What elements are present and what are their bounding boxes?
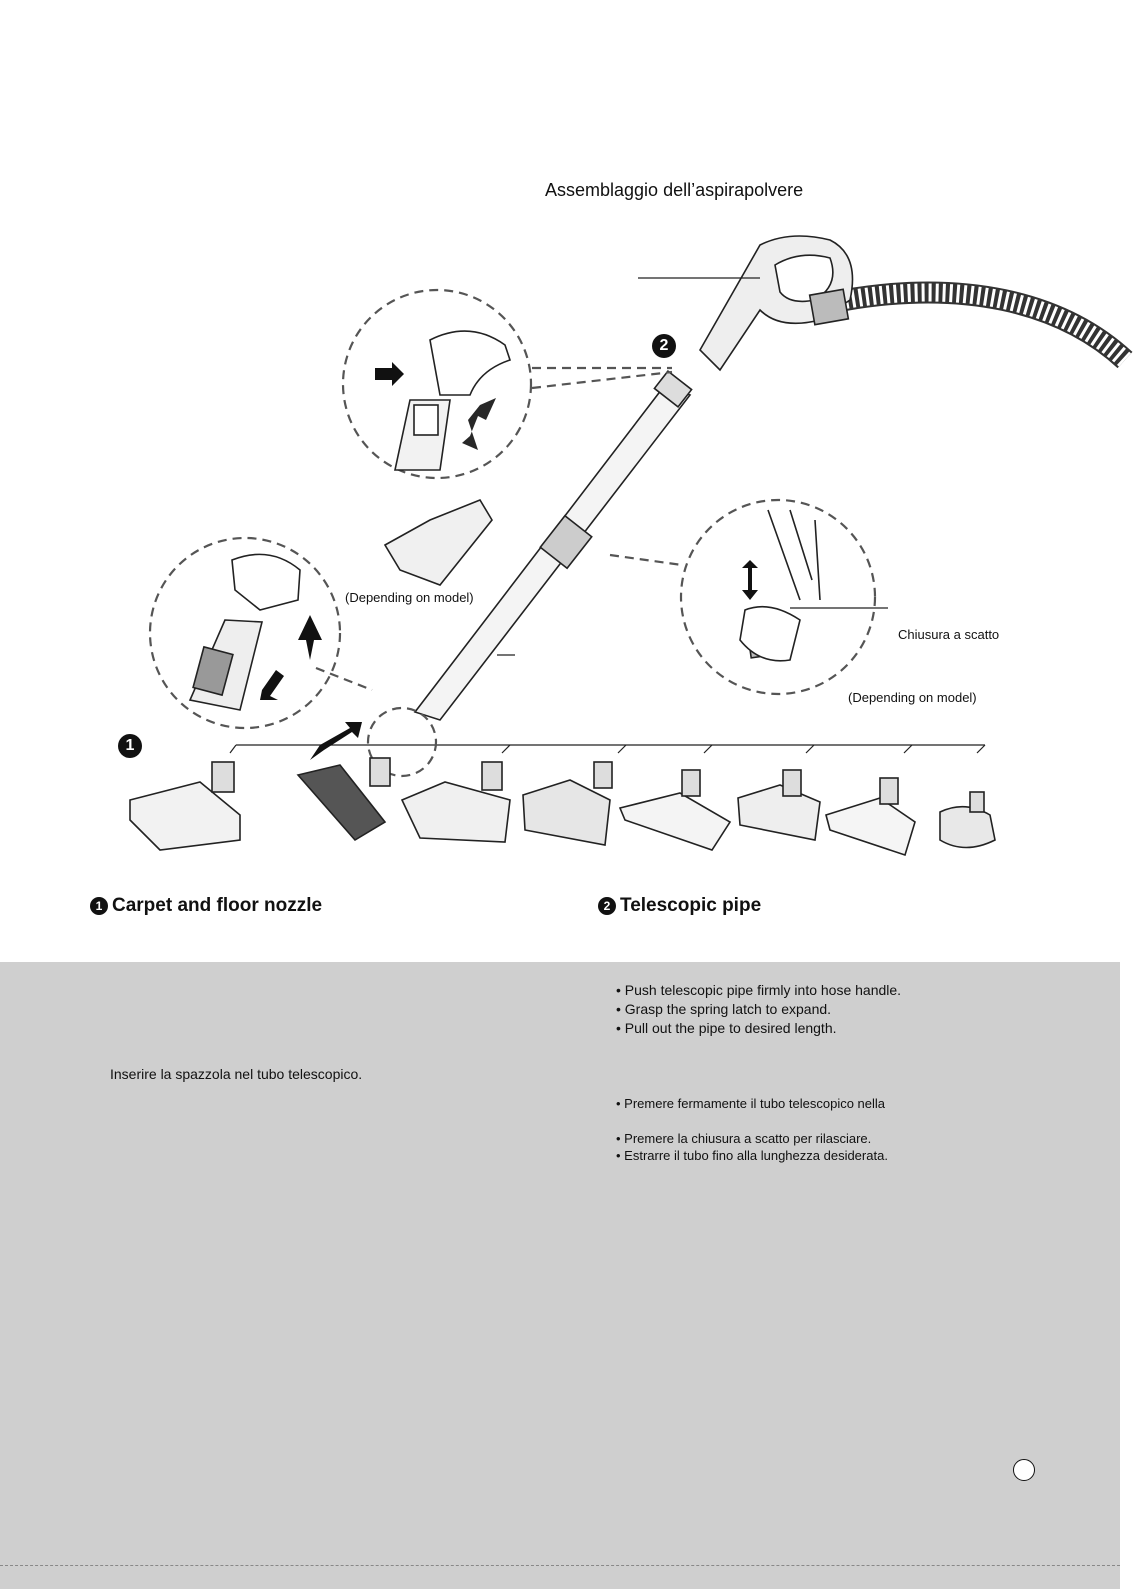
hose-handle-icon	[638, 235, 854, 372]
arrow-icon	[260, 362, 758, 760]
nozzle-icon	[383, 499, 493, 586]
page-number-circle	[1013, 1459, 1035, 1481]
page-title: Assemblaggio dell’aspirapolvere	[545, 180, 804, 200]
hand-icon	[188, 553, 301, 711]
nozzle-icon	[400, 761, 511, 843]
instructions-panel	[0, 962, 1120, 1565]
nozzle-section-heading: 1 Carpet and floor nozzle	[90, 895, 322, 917]
depending-on-model-caption: (Depending on model)	[345, 590, 474, 605]
hand-icon	[739, 509, 888, 662]
section-heading-text: Telescopic pipe	[620, 895, 762, 916]
nozzle-icon	[825, 777, 916, 857]
instruction-line: • Estrarre il tubo fino alla lunghezza d…	[616, 1148, 888, 1163]
instruction-line: • Pull out the pipe to desired length.	[616, 1020, 837, 1036]
nozzle-instruction-italian: Inserire la spazzola nel tubo telescopic…	[110, 1066, 363, 1082]
panel-footer	[0, 1565, 1120, 1589]
section-heading-text: Carpet and floor nozzle	[112, 895, 323, 916]
nozzle-icon	[296, 757, 391, 842]
assembly-illustration	[129, 235, 1133, 857]
hand-icon	[394, 330, 512, 471]
instruction-line: • Grasp the spring latch to expand.	[616, 1001, 832, 1017]
step-badge-1: 1	[118, 734, 142, 758]
latch-label: Chiusura a scatto	[898, 627, 1000, 642]
instruction-line: • Premere fermamente il tubo telescopico…	[616, 1096, 886, 1111]
nozzle-icon	[618, 769, 732, 851]
depending-on-model-caption: (Depending on model)	[848, 690, 977, 705]
hose-icon	[843, 281, 1133, 369]
section-number: 1	[90, 897, 108, 915]
instruction-line: • Push telescopic pipe firmly into hose …	[616, 982, 902, 998]
telescopic-pipe-icon	[413, 369, 693, 721]
nozzle-icon	[129, 761, 241, 851]
instruction-line: • Premere la chiusura a scatto per rilas…	[616, 1131, 872, 1146]
pipe-instructions-english: • Push telescopic pipe firmly into hose …	[616, 982, 901, 1039]
step-badge-2: 2	[652, 334, 676, 358]
nozzle-icon	[939, 791, 996, 849]
instruction-line	[616, 1116, 888, 1131]
pipe-instructions-italian: • Premere fermamente il tubo telescopico…	[616, 1096, 888, 1165]
nozzle-icon	[737, 769, 821, 841]
section-number: 2	[598, 897, 616, 915]
pipe-section-heading: 2 Telescopic pipe	[598, 895, 761, 917]
nozzle-icon	[522, 761, 613, 846]
